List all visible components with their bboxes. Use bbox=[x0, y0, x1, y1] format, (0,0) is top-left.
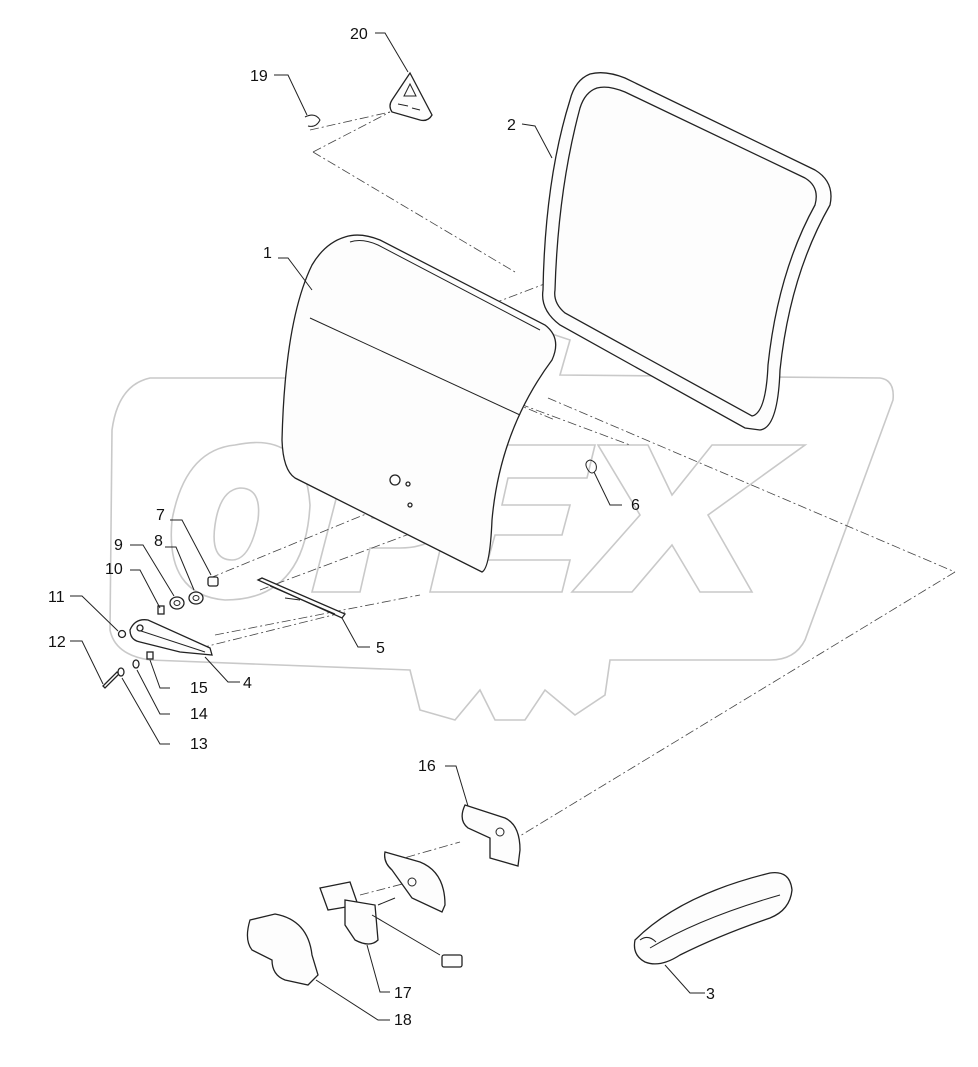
screw-12 bbox=[102, 671, 120, 689]
callout-5: 5 bbox=[376, 640, 385, 657]
rear-window-glass bbox=[281, 234, 557, 573]
washer-8 bbox=[188, 591, 204, 605]
bushing bbox=[207, 576, 219, 587]
gasket bbox=[461, 804, 521, 867]
leader-lines bbox=[70, 32, 705, 1021]
callout-10: 10 bbox=[105, 561, 123, 578]
callout-13: 13 bbox=[190, 736, 208, 753]
callout-16: 16 bbox=[418, 758, 436, 775]
motor-cover bbox=[246, 913, 319, 986]
washer-9 bbox=[169, 596, 185, 610]
callout-2: 2 bbox=[507, 117, 516, 134]
callout-15: 15 bbox=[190, 680, 208, 697]
callout-11: 11 bbox=[48, 589, 65, 606]
callout-6: 6 bbox=[631, 497, 640, 514]
wiper-blade bbox=[256, 577, 347, 619]
wiper-arm bbox=[129, 619, 213, 656]
nut-10 bbox=[157, 605, 165, 615]
callout-19: 19 bbox=[250, 68, 268, 85]
callout-7: 7 bbox=[156, 507, 165, 524]
clip-19 bbox=[304, 114, 321, 127]
warning-label bbox=[389, 71, 433, 122]
clip bbox=[585, 459, 597, 474]
callout-17: 17 bbox=[394, 985, 412, 1002]
window-seal bbox=[541, 72, 832, 431]
callout-12: 12 bbox=[48, 634, 66, 651]
watermark-gear bbox=[109, 309, 895, 721]
washer-13 bbox=[117, 667, 125, 677]
callout-labels: 1 2 3 4 5 6 7 8 9 10 11 12 13 14 15 16 1… bbox=[48, 26, 715, 1029]
nut-15 bbox=[146, 651, 154, 660]
washer-14 bbox=[132, 659, 140, 669]
cap-11 bbox=[117, 629, 127, 639]
callout-9: 9 bbox=[114, 537, 123, 554]
callout-18: 18 bbox=[394, 1012, 412, 1029]
callout-20: 20 bbox=[350, 26, 368, 43]
callout-4: 4 bbox=[243, 675, 252, 692]
callout-3: 3 bbox=[706, 986, 715, 1003]
wiper-motor bbox=[319, 851, 463, 968]
callout-14: 14 bbox=[190, 706, 208, 723]
seal-profile bbox=[633, 871, 793, 965]
callout-1: 1 bbox=[263, 245, 272, 262]
callout-8: 8 bbox=[154, 533, 163, 550]
